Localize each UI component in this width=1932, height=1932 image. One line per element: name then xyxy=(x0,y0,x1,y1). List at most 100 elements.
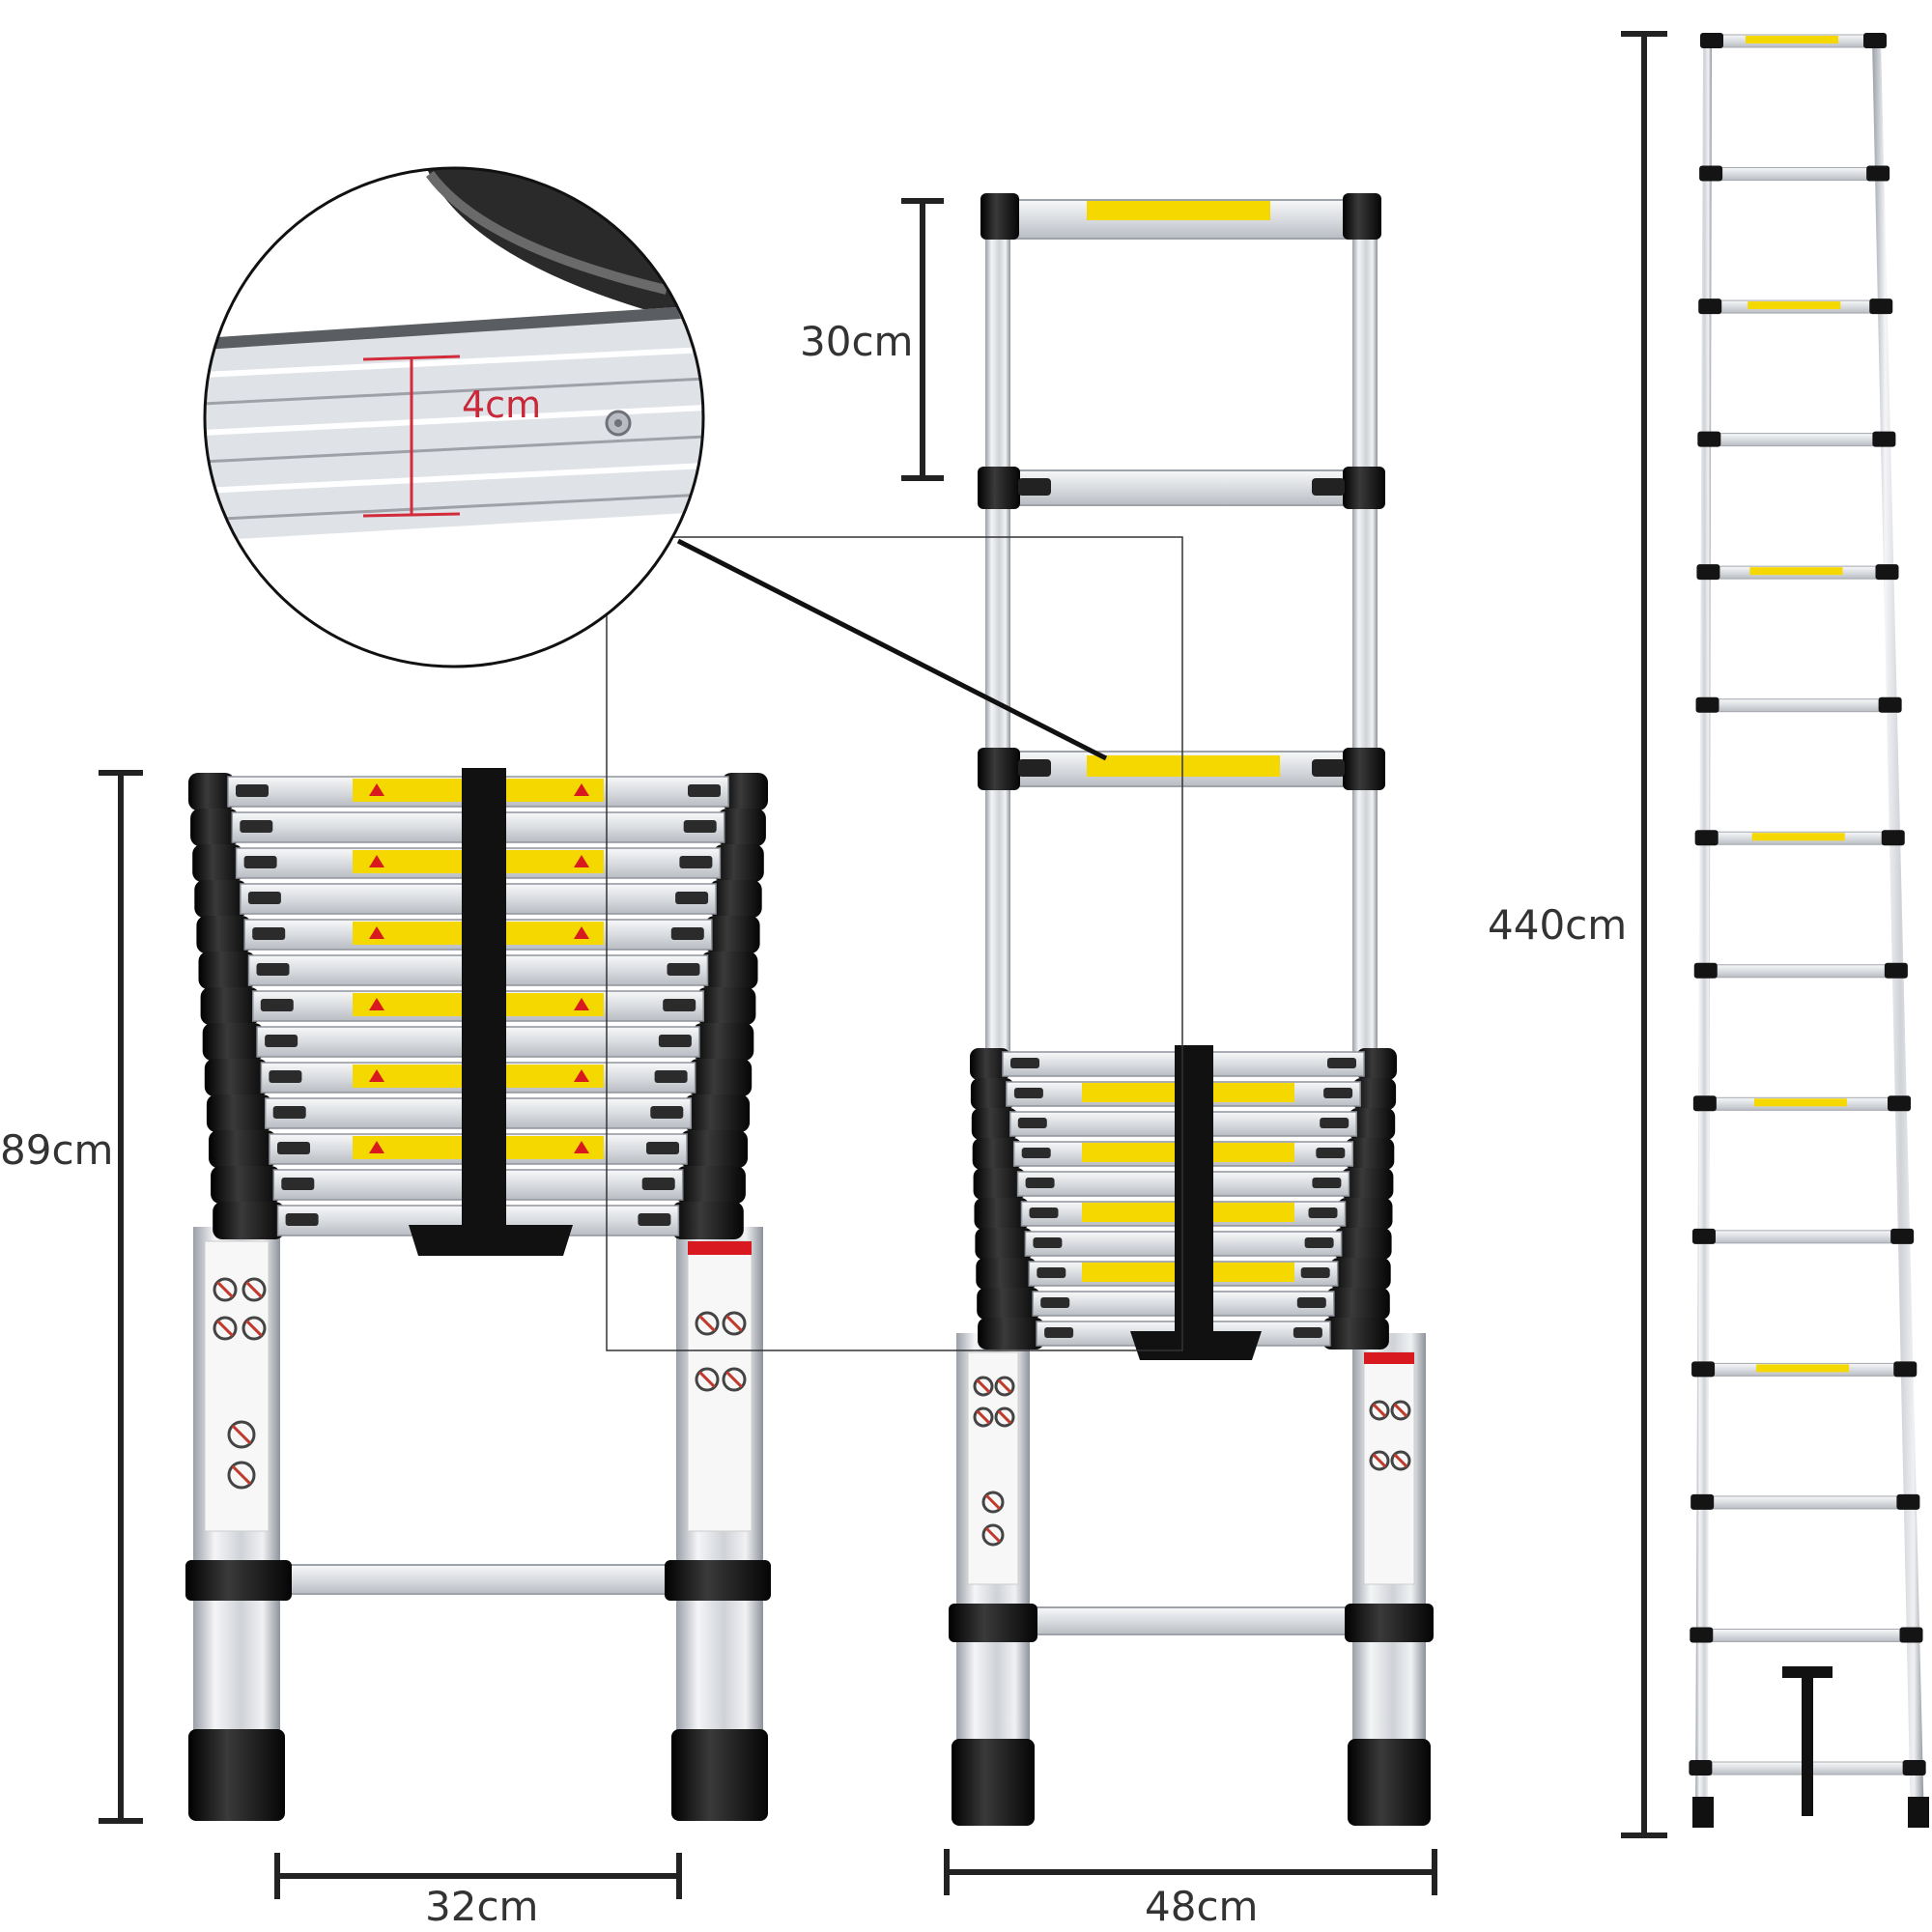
left-upper-tube xyxy=(985,208,1010,1058)
warning-label xyxy=(1747,301,1841,310)
prohibition-icon xyxy=(227,1461,256,1490)
rung-end-slot xyxy=(688,784,721,797)
right-upper-tube xyxy=(1352,208,1378,1058)
rail-cap xyxy=(704,916,760,953)
rung-end-slot xyxy=(1304,1237,1334,1248)
prohibition-icon xyxy=(981,1491,1005,1514)
rung-end-slot xyxy=(1300,1267,1330,1278)
prohibition-icon xyxy=(1390,1400,1411,1421)
rail-cap xyxy=(202,1023,265,1061)
rail-cap xyxy=(1325,1288,1390,1320)
rib-line xyxy=(205,463,703,494)
warning-triangle-icon xyxy=(369,783,384,796)
left-foot xyxy=(952,1739,1035,1826)
zoom-pointer-line xyxy=(676,538,1108,761)
rung-latch xyxy=(1312,478,1345,496)
full-rung xyxy=(1700,964,1899,979)
joint-collar xyxy=(978,467,1020,509)
strap xyxy=(1175,1045,1213,1354)
joint-collar xyxy=(1890,1228,1915,1244)
rung-end-slot xyxy=(247,892,281,904)
strap xyxy=(462,768,506,1232)
joint-collar xyxy=(665,1560,771,1601)
rung-end-slot xyxy=(1044,1327,1074,1338)
warning-triangle-icon xyxy=(369,1141,384,1153)
rung-latch xyxy=(1018,478,1051,496)
rail-cap xyxy=(692,1023,754,1061)
rung-end-slot xyxy=(265,1035,298,1047)
rung-end-slot xyxy=(240,820,273,833)
prohibition-icon xyxy=(695,1311,720,1336)
zoom-circle-border xyxy=(203,166,705,668)
rung-end-slot xyxy=(654,1070,688,1083)
closed-height-label: 89cm xyxy=(0,1126,113,1174)
red-band-label xyxy=(688,1241,752,1255)
rung-end-slot xyxy=(683,820,717,833)
rail-cap xyxy=(680,1130,748,1168)
rail-cap xyxy=(671,1202,744,1239)
joint-collar xyxy=(1695,696,1719,713)
rib-line xyxy=(205,347,703,378)
rung-end-slot xyxy=(1021,1148,1051,1158)
rung-latch xyxy=(1312,759,1345,777)
bottom-rung xyxy=(1029,1606,1353,1635)
rung-end-slot xyxy=(1308,1208,1338,1218)
prohibition-icon xyxy=(242,1316,267,1341)
warning-label xyxy=(1756,1364,1850,1373)
rib-line xyxy=(205,377,703,406)
rung-end-slot xyxy=(269,1070,302,1083)
joint-collar xyxy=(1881,830,1905,846)
rung-end-slot xyxy=(1312,1178,1342,1188)
rail-cap xyxy=(971,1108,1018,1140)
rung-end-slot xyxy=(1010,1058,1039,1068)
rung-end-slot xyxy=(1316,1148,1346,1158)
joint-collar xyxy=(1899,1627,1923,1643)
joint-collar xyxy=(1872,431,1896,447)
rail-cap xyxy=(204,1059,269,1096)
rung-end-slot xyxy=(1327,1058,1356,1068)
rail-cap xyxy=(1329,1258,1391,1290)
rung-end-slot xyxy=(667,963,700,976)
rung-end-slot xyxy=(1323,1088,1353,1098)
full-rung xyxy=(1696,1495,1911,1510)
rail-cap xyxy=(700,952,758,989)
rail-cap xyxy=(717,809,766,846)
fully-extended-ladder xyxy=(1689,33,1929,1828)
rung-spacing-label: 30cm xyxy=(800,318,913,365)
strap-handle xyxy=(1130,1331,1262,1360)
prohibition-icon xyxy=(973,1406,994,1428)
rung-end-slot xyxy=(1025,1178,1055,1188)
joint-collar xyxy=(1691,1228,1716,1244)
prohibition-icon xyxy=(1369,1400,1390,1421)
rail-cap xyxy=(192,844,243,882)
prohibition-icon xyxy=(994,1406,1015,1428)
joint-collar xyxy=(1345,1604,1434,1642)
rail-cap xyxy=(206,1094,272,1132)
rung-end-slot xyxy=(256,963,290,976)
rail-cap xyxy=(198,952,256,989)
joint-collar xyxy=(185,1560,292,1601)
joint-collar xyxy=(1698,298,1722,315)
joint-collar xyxy=(1866,165,1890,182)
joint-collar xyxy=(1690,1493,1715,1510)
warning-label xyxy=(1749,567,1843,576)
rail-cap xyxy=(974,1198,1030,1230)
left-foot xyxy=(188,1729,285,1821)
rail-cap xyxy=(970,1078,1014,1110)
right-foot xyxy=(671,1729,768,1821)
strap-handle xyxy=(1782,1666,1833,1678)
rung-end-slot xyxy=(1037,1267,1066,1278)
rail-cap xyxy=(1321,1318,1389,1350)
joint-collar xyxy=(1884,962,1908,979)
rung-end-slot xyxy=(1029,1208,1059,1218)
rib-line xyxy=(205,435,703,464)
rung-end-slot xyxy=(1296,1297,1326,1308)
joint-collar xyxy=(1875,564,1899,581)
prohibition-icon xyxy=(213,1277,238,1302)
rail-cap xyxy=(976,1258,1037,1290)
opened-width-label: 48cm xyxy=(1145,1883,1258,1930)
warning-label xyxy=(1087,201,1270,220)
rail-cap xyxy=(977,1288,1041,1320)
rail-cap xyxy=(722,773,768,810)
rail-cap xyxy=(973,1168,1026,1200)
